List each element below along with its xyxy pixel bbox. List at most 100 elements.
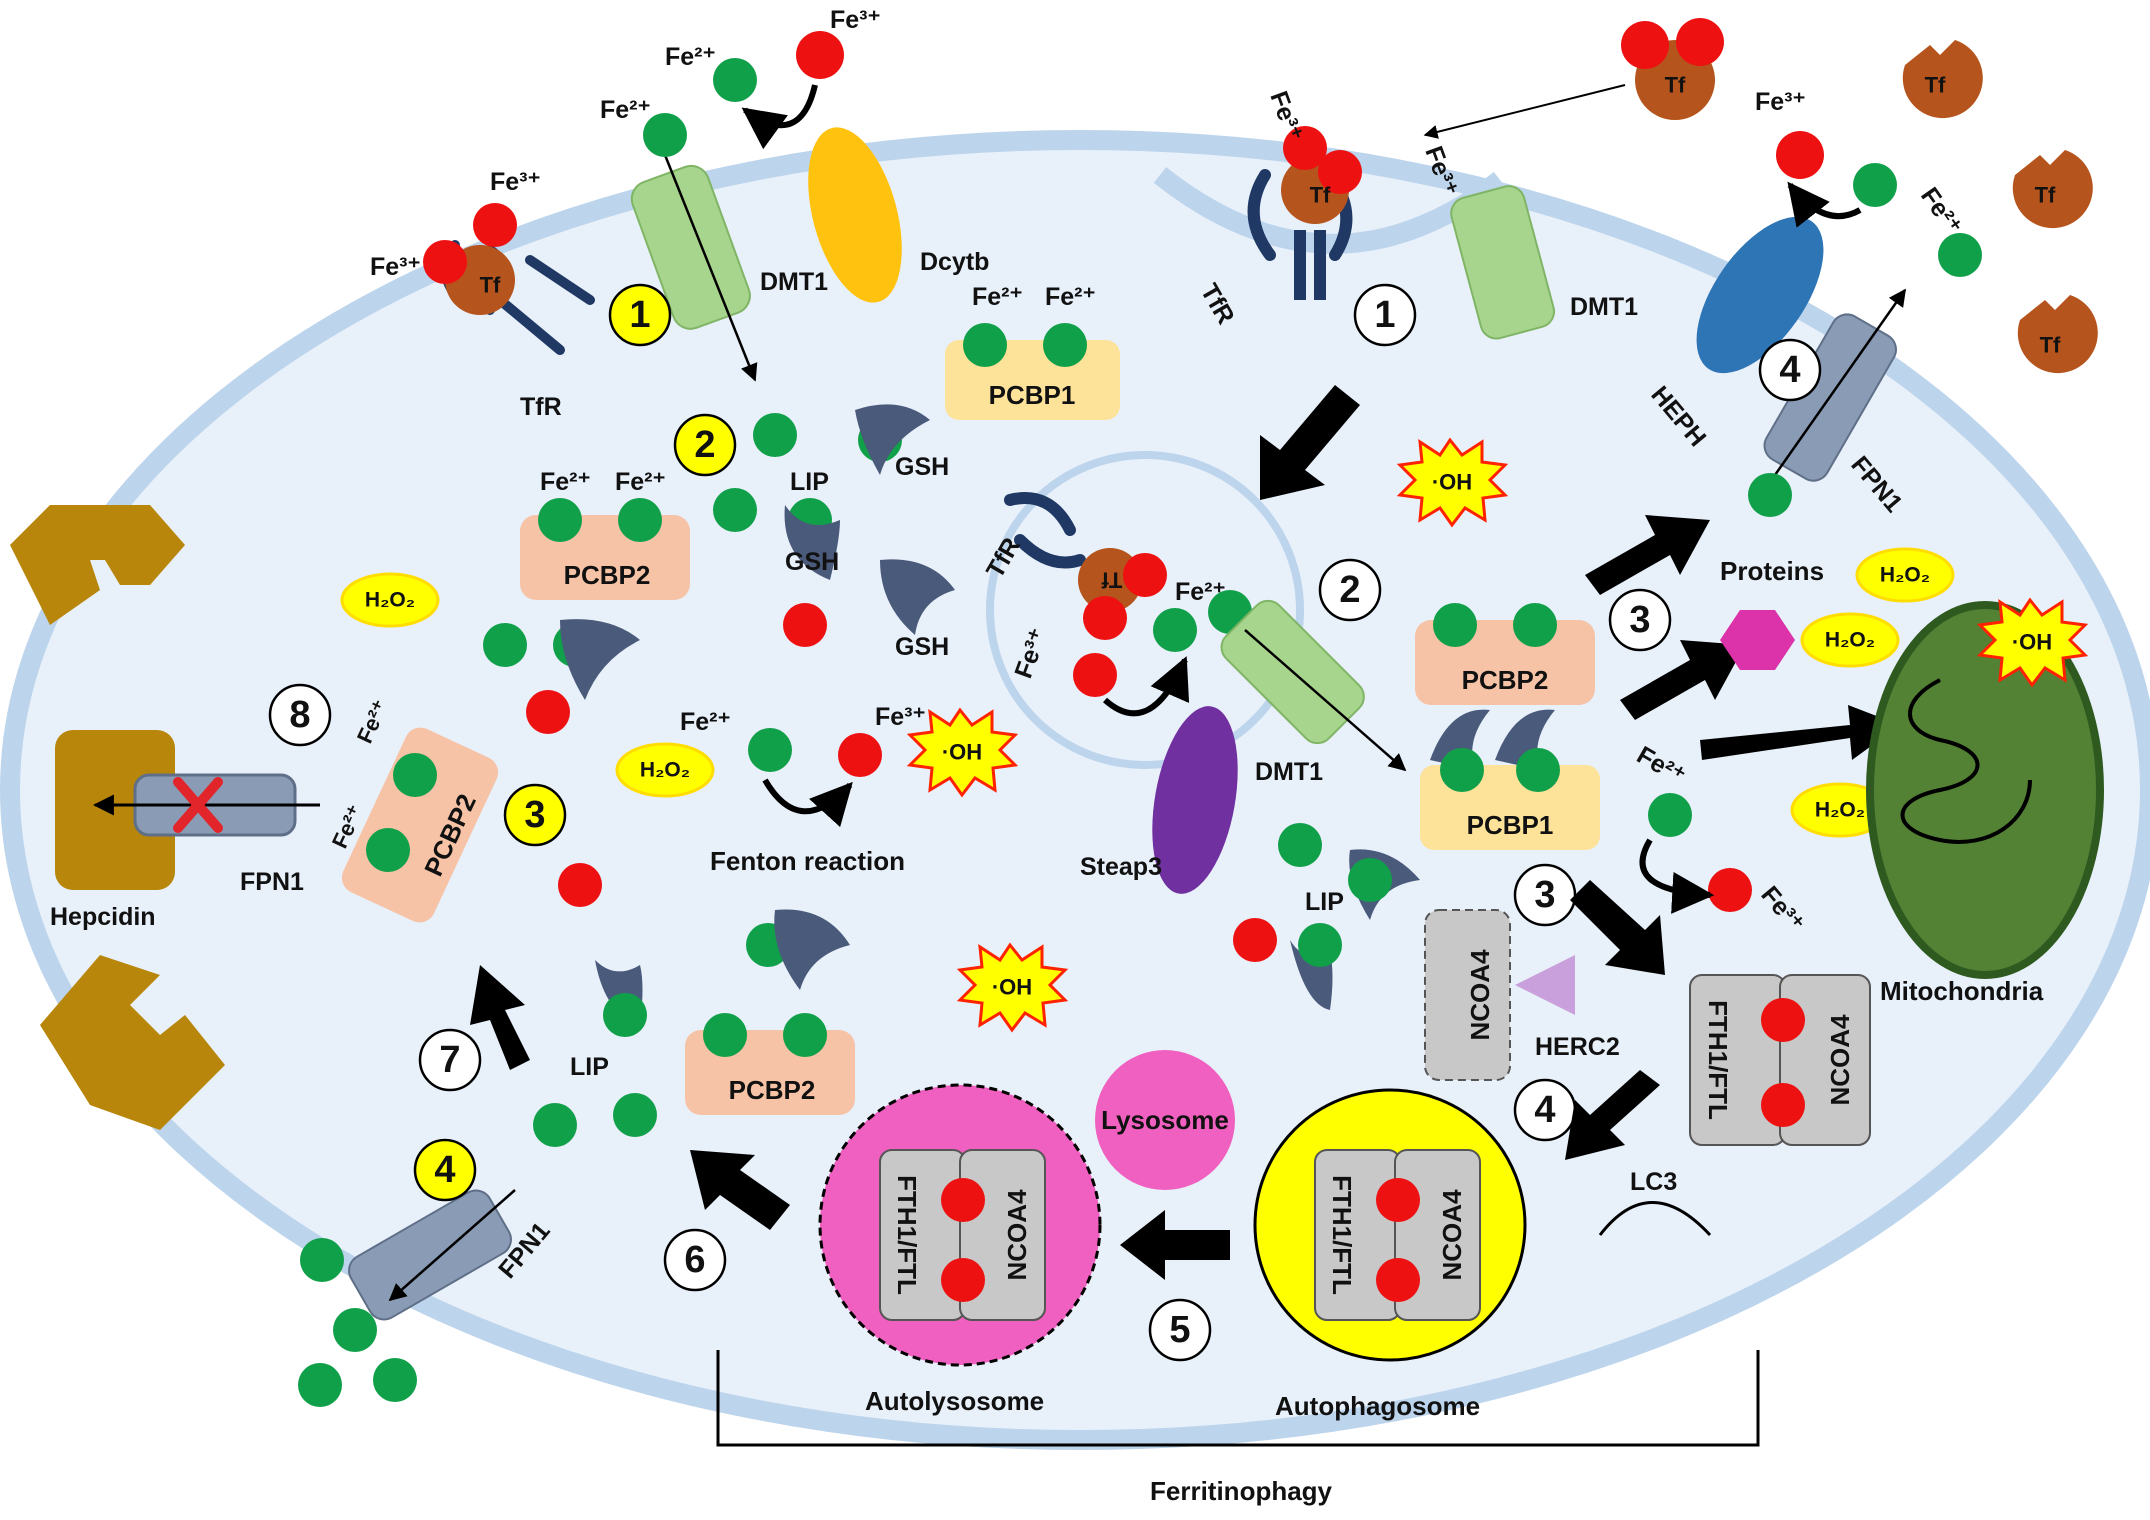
- fe3-ion: [1376, 1178, 1420, 1222]
- step-number: 4: [434, 1149, 455, 1191]
- pcbp2-right-label: PCBP2: [1462, 665, 1549, 695]
- fe3-ion: [1776, 131, 1824, 179]
- fe3-label-heph: Fe³⁺: [1755, 88, 1806, 116]
- big-arrow: [1700, 705, 1900, 760]
- fe2-ion: [713, 58, 757, 102]
- big-arrow: [1260, 385, 1360, 500]
- fe3-ion: [1761, 998, 1805, 1042]
- oh-label-4: ·OH: [992, 975, 1032, 1000]
- ncoa4-free-label: NCOA4: [1465, 949, 1495, 1041]
- step-badge: [608, 283, 672, 347]
- dmt1-top-left: [630, 154, 758, 382]
- tf-outside-label: Tf: [1665, 73, 1686, 98]
- step-number: 7: [439, 1039, 460, 1081]
- fe2-ion: [533, 1103, 577, 1147]
- gsh-shape: [1495, 709, 1555, 770]
- tf-top-left-label: Tf: [480, 273, 501, 298]
- fe2-ion: [1748, 473, 1792, 517]
- fe3-label-tl1: Fe³⁺: [490, 168, 541, 196]
- hepcidin-blocker: [55, 730, 175, 890]
- step-number: 3: [524, 794, 545, 836]
- fe2-ion: [783, 1013, 827, 1057]
- fe3-ion: [1376, 1258, 1420, 1302]
- fe3-label-tl3: Fe³⁺: [830, 6, 881, 34]
- fe2-label-tl2: Fe²⁺: [665, 43, 716, 71]
- tf-top-right-label: Tf: [1310, 183, 1331, 208]
- oh-burst: [956, 942, 1069, 1033]
- fe2-ion: [483, 623, 527, 667]
- dmt1-top-left-label: DMT1: [760, 268, 828, 296]
- tf-uptake-arrow: [1423, 84, 1626, 139]
- fpn1-export-arrow: [1773, 288, 1907, 476]
- fe2-ion: [1938, 233, 1982, 277]
- fe3-ion: [941, 1178, 985, 1222]
- fe2-label-tr: Fe²⁺: [1915, 182, 1967, 240]
- fe2-ion: [1516, 748, 1560, 792]
- fe2-label-pcbp2a: Fe²⁺: [540, 468, 591, 496]
- oh-label-2: ·OH: [1432, 470, 1472, 495]
- fe2-ion: [603, 993, 647, 1037]
- fe2-ion: [393, 753, 437, 797]
- fe3-ion: [783, 603, 827, 647]
- step-badge: [503, 783, 567, 847]
- lysosome-label: Lysosome: [1101, 1105, 1229, 1135]
- lip-label-top: LIP: [790, 468, 829, 496]
- fe2-ion: [618, 498, 662, 542]
- mitochondrion-cristae: [1900, 678, 2032, 844]
- step-badge: [1353, 283, 1417, 347]
- pcbp1-top-label: PCBP1: [989, 380, 1076, 410]
- fe2-ion: [753, 413, 797, 457]
- gsh-label-1: GSH: [895, 453, 949, 481]
- fe3-ion: [838, 733, 882, 777]
- lip-label-bottom: LIP: [570, 1053, 609, 1081]
- h2o2-bubble: [1855, 547, 1955, 603]
- step-number: 8: [289, 694, 310, 736]
- gsh-shape: [560, 619, 640, 700]
- fe2-label-pcbp1b: Fe²⁺: [1045, 283, 1096, 311]
- fe2-ion: [1278, 823, 1322, 867]
- step-number: 2: [1339, 569, 1360, 611]
- dmt1-endosome-arrow: [1244, 629, 1407, 772]
- fth1-ftl-right-label: FTH1/FTL: [1703, 1000, 1733, 1120]
- gsh-shape: [880, 559, 955, 635]
- step-number: 2: [694, 424, 715, 466]
- oh-burst: [1976, 597, 2089, 688]
- fe2-ion: [1348, 858, 1392, 902]
- fe3-label-tr1: Fe³⁺: [1264, 87, 1308, 144]
- fe2-ion: [1513, 603, 1557, 647]
- proteins-label: Proteins: [1720, 556, 1824, 586]
- fe2-ion: [1853, 163, 1897, 207]
- dmt1-top-right-label: DMT1: [1570, 293, 1638, 321]
- fe3-ion: [1761, 1083, 1805, 1127]
- steap3: [1152, 706, 1238, 894]
- oh-burst: [906, 707, 1019, 798]
- big-arrow: [1570, 880, 1665, 975]
- fe2-ion: [1153, 608, 1197, 652]
- big-arrow: [470, 965, 530, 1070]
- herc2-triangle: [1515, 955, 1575, 1015]
- gsh-shape: [1430, 709, 1490, 770]
- pcbp2-bottom-label: PCBP2: [729, 1075, 816, 1105]
- fe2-ion: [748, 728, 792, 772]
- h2o2-label-2: H₂O₂: [640, 759, 690, 782]
- ferritin-oxidation-arrow: [1639, 838, 1715, 914]
- big-arrow: [1585, 515, 1710, 595]
- step-badge: [1148, 1298, 1212, 1362]
- fpn1-left-label: FPN1: [240, 868, 304, 896]
- fe3-ion: [796, 31, 844, 79]
- tf-label-r2: Tf: [2035, 183, 2056, 208]
- fe2-ion: [1298, 923, 1342, 967]
- gsh-shape: [855, 404, 930, 475]
- lc3-arc: [1598, 1201, 1712, 1237]
- fe3-ion: [941, 1258, 985, 1302]
- tfr-top-left: [423, 203, 595, 355]
- lc3-label: LC3: [1630, 1168, 1677, 1196]
- fe2-ion: [366, 828, 410, 872]
- fe2-ion: [298, 1363, 342, 1407]
- autophagosome-label: Autophagosome: [1275, 1391, 1480, 1421]
- dmt1-top-right: [1450, 185, 1556, 340]
- protein-hexagon: [1720, 610, 1795, 670]
- ncoa4-free: [1424, 909, 1511, 1081]
- hepcidin-top: [10, 505, 185, 625]
